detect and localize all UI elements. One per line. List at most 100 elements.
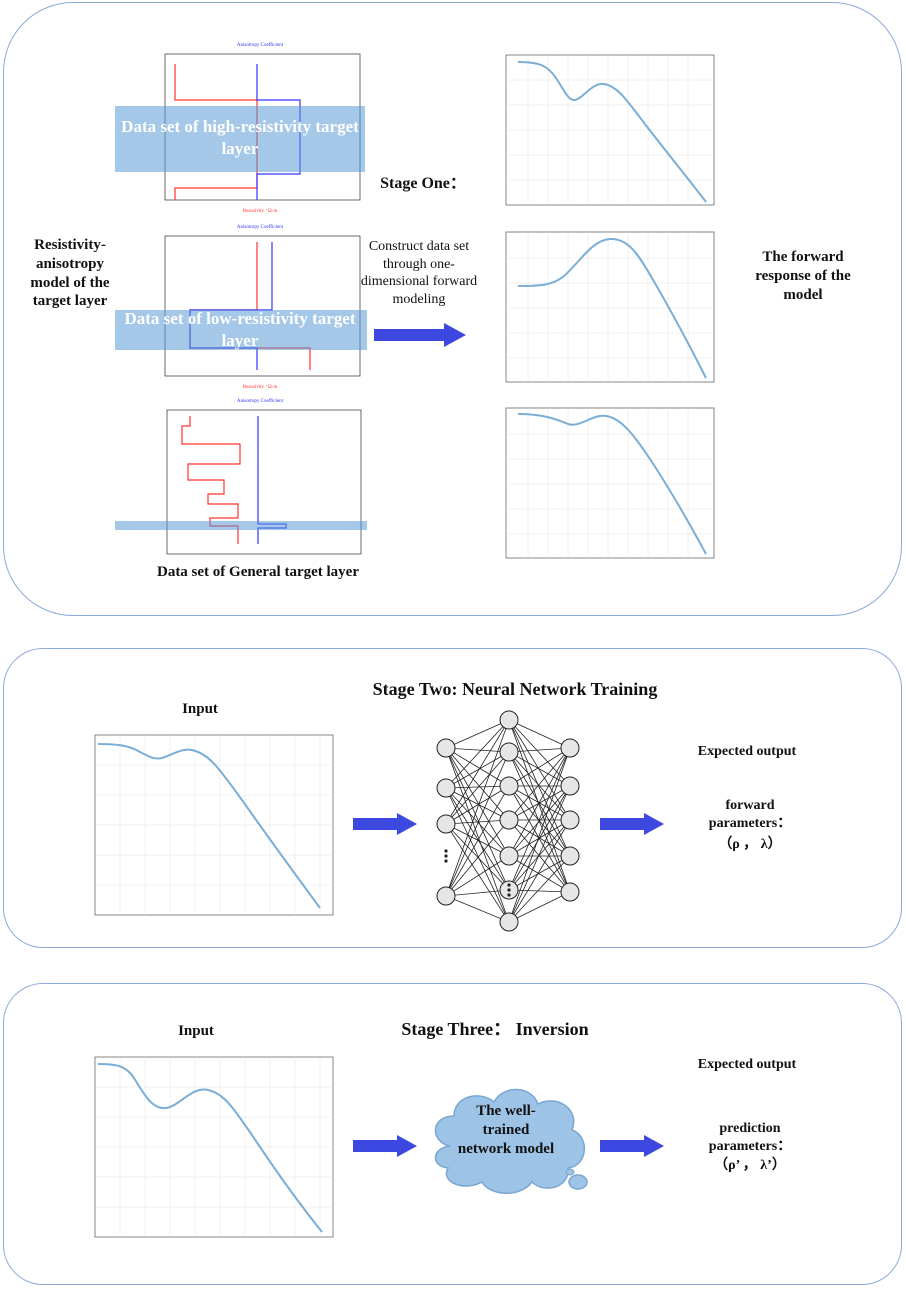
nn-edge bbox=[508, 719, 571, 857]
model-plot-xlabel: Resistivity / Ω·m bbox=[243, 385, 278, 390]
nn-edge bbox=[508, 819, 571, 891]
nn-node bbox=[499, 810, 519, 830]
nn-node bbox=[560, 810, 580, 830]
nn-node bbox=[560, 882, 580, 902]
stage-two-input-plot bbox=[94, 734, 334, 916]
stage-three-input-plot bbox=[94, 1056, 334, 1238]
nn-edge bbox=[508, 719, 571, 749]
nn-edge bbox=[445, 823, 510, 857]
nn-node bbox=[436, 738, 456, 758]
nn-edge bbox=[508, 855, 571, 893]
band-general bbox=[115, 521, 367, 530]
prediction-parameters-label: prediction parameters： bbox=[708, 1121, 792, 1154]
nn-edge bbox=[508, 719, 571, 787]
model-plot-axis-title: Anisotropy Coefficient bbox=[237, 225, 284, 230]
stage-one-title: Stage One： bbox=[380, 175, 466, 192]
stage-one-panel bbox=[3, 2, 902, 616]
nn-edge bbox=[508, 891, 571, 923]
nn-edge bbox=[445, 895, 510, 923]
nn-edge bbox=[445, 751, 510, 897]
nn-node bbox=[560, 738, 580, 758]
nn-edge bbox=[508, 751, 571, 787]
nn-edge bbox=[508, 785, 571, 891]
nn-edge bbox=[445, 719, 510, 749]
nn-edge bbox=[445, 747, 510, 753]
band-high-resistivity bbox=[115, 106, 365, 172]
nn-edge bbox=[445, 719, 510, 897]
nn-edge bbox=[445, 819, 510, 897]
right-arrow-icon bbox=[353, 813, 417, 835]
band-low-resistivity bbox=[115, 310, 367, 350]
nn-ellipsis-dot bbox=[507, 888, 511, 892]
nn-ellipsis-dot bbox=[507, 883, 511, 887]
nn-node bbox=[436, 814, 456, 834]
nn-edge bbox=[445, 785, 510, 789]
cloud-icon bbox=[434, 1088, 588, 1194]
nn-edge bbox=[445, 819, 510, 825]
response-plot-1 bbox=[505, 54, 715, 206]
nn-edge bbox=[508, 785, 571, 923]
resistivity-anisotropy-label: Resistivity-anisotropy model of the targ… bbox=[30, 237, 110, 310]
right-arrow-icon bbox=[374, 323, 466, 347]
nn-edge bbox=[508, 855, 571, 923]
nn-node bbox=[499, 710, 519, 730]
nn-edge bbox=[445, 747, 510, 821]
model-plot-axis-title: Anisotropy Coefficient bbox=[237, 399, 284, 404]
model-plot-low: Anisotropy Coefficient Resistivity / Ω·m bbox=[164, 225, 361, 390]
model-plot-xlabel: Resistivity / Ω·m bbox=[243, 209, 278, 214]
response-plot-2 bbox=[505, 231, 715, 383]
nn-edge bbox=[445, 823, 510, 923]
nn-node bbox=[560, 776, 580, 796]
stage-three-title: Stage Three： Inversion bbox=[401, 1019, 589, 1039]
nn-edge bbox=[508, 785, 571, 893]
nn-node bbox=[436, 778, 456, 798]
nn-edge bbox=[508, 747, 571, 787]
nn-ellipsis-dot bbox=[507, 893, 511, 897]
neural-network-icon bbox=[436, 710, 580, 932]
nn-edge bbox=[445, 747, 510, 857]
right-arrow-icon bbox=[600, 1135, 664, 1157]
forward-response-label: The forward response of the model bbox=[755, 249, 851, 303]
model-plot-general: Anisotropy Coefficient bbox=[166, 399, 362, 555]
nn-edge bbox=[445, 785, 510, 825]
band-high-resistivity-text: Data set of high-resistivity target laye… bbox=[121, 117, 359, 159]
nn-edge bbox=[508, 747, 571, 923]
nn-edge bbox=[445, 747, 510, 787]
model-plot-axis-title: Anisotropy Coefficient bbox=[237, 43, 284, 48]
nn-edge bbox=[508, 819, 571, 923]
right-arrow-icon bbox=[600, 813, 664, 835]
nn-edge bbox=[445, 889, 510, 897]
nn-edge bbox=[445, 719, 510, 825]
nn-node bbox=[499, 912, 519, 932]
response-plot-3 bbox=[505, 407, 715, 559]
stage-two-title: Stage Two: Neural Network Training bbox=[372, 679, 658, 699]
forward-parameters-value: （ρ ， λ） bbox=[718, 837, 782, 852]
forward-parameters-label: forward parameters： bbox=[708, 798, 792, 831]
nn-node bbox=[499, 742, 519, 762]
nn-edge bbox=[445, 747, 510, 891]
nn-edge bbox=[508, 719, 571, 893]
stage-three-input-label: Input bbox=[178, 1023, 214, 1039]
nn-edge bbox=[445, 785, 510, 897]
nn-edge bbox=[508, 747, 571, 821]
nn-ellipsis-dot bbox=[444, 849, 448, 853]
nn-edge bbox=[508, 747, 571, 891]
nn-edge bbox=[508, 747, 571, 857]
process-description: Construct data set through one-dimension… bbox=[360, 239, 478, 307]
nn-node bbox=[436, 886, 456, 906]
prediction-parameters-value: （ρ’ ， λ’） bbox=[714, 1158, 786, 1173]
nn-ellipsis-dot bbox=[444, 854, 448, 858]
nn-edge bbox=[508, 751, 571, 893]
stage-two-input-label: Input bbox=[182, 701, 218, 717]
nn-edge bbox=[508, 889, 571, 893]
nn-edge bbox=[508, 751, 571, 857]
nn-node bbox=[499, 846, 519, 866]
stage-two-output-label: Expected output bbox=[697, 744, 797, 759]
stage-three-output-label: Expected output bbox=[697, 1057, 797, 1072]
nn-edge bbox=[445, 823, 510, 891]
nn-edge bbox=[508, 747, 571, 753]
nn-edge bbox=[445, 751, 510, 789]
nn-node bbox=[499, 776, 519, 796]
nn-edge bbox=[508, 785, 571, 821]
nn-edge bbox=[445, 719, 510, 789]
